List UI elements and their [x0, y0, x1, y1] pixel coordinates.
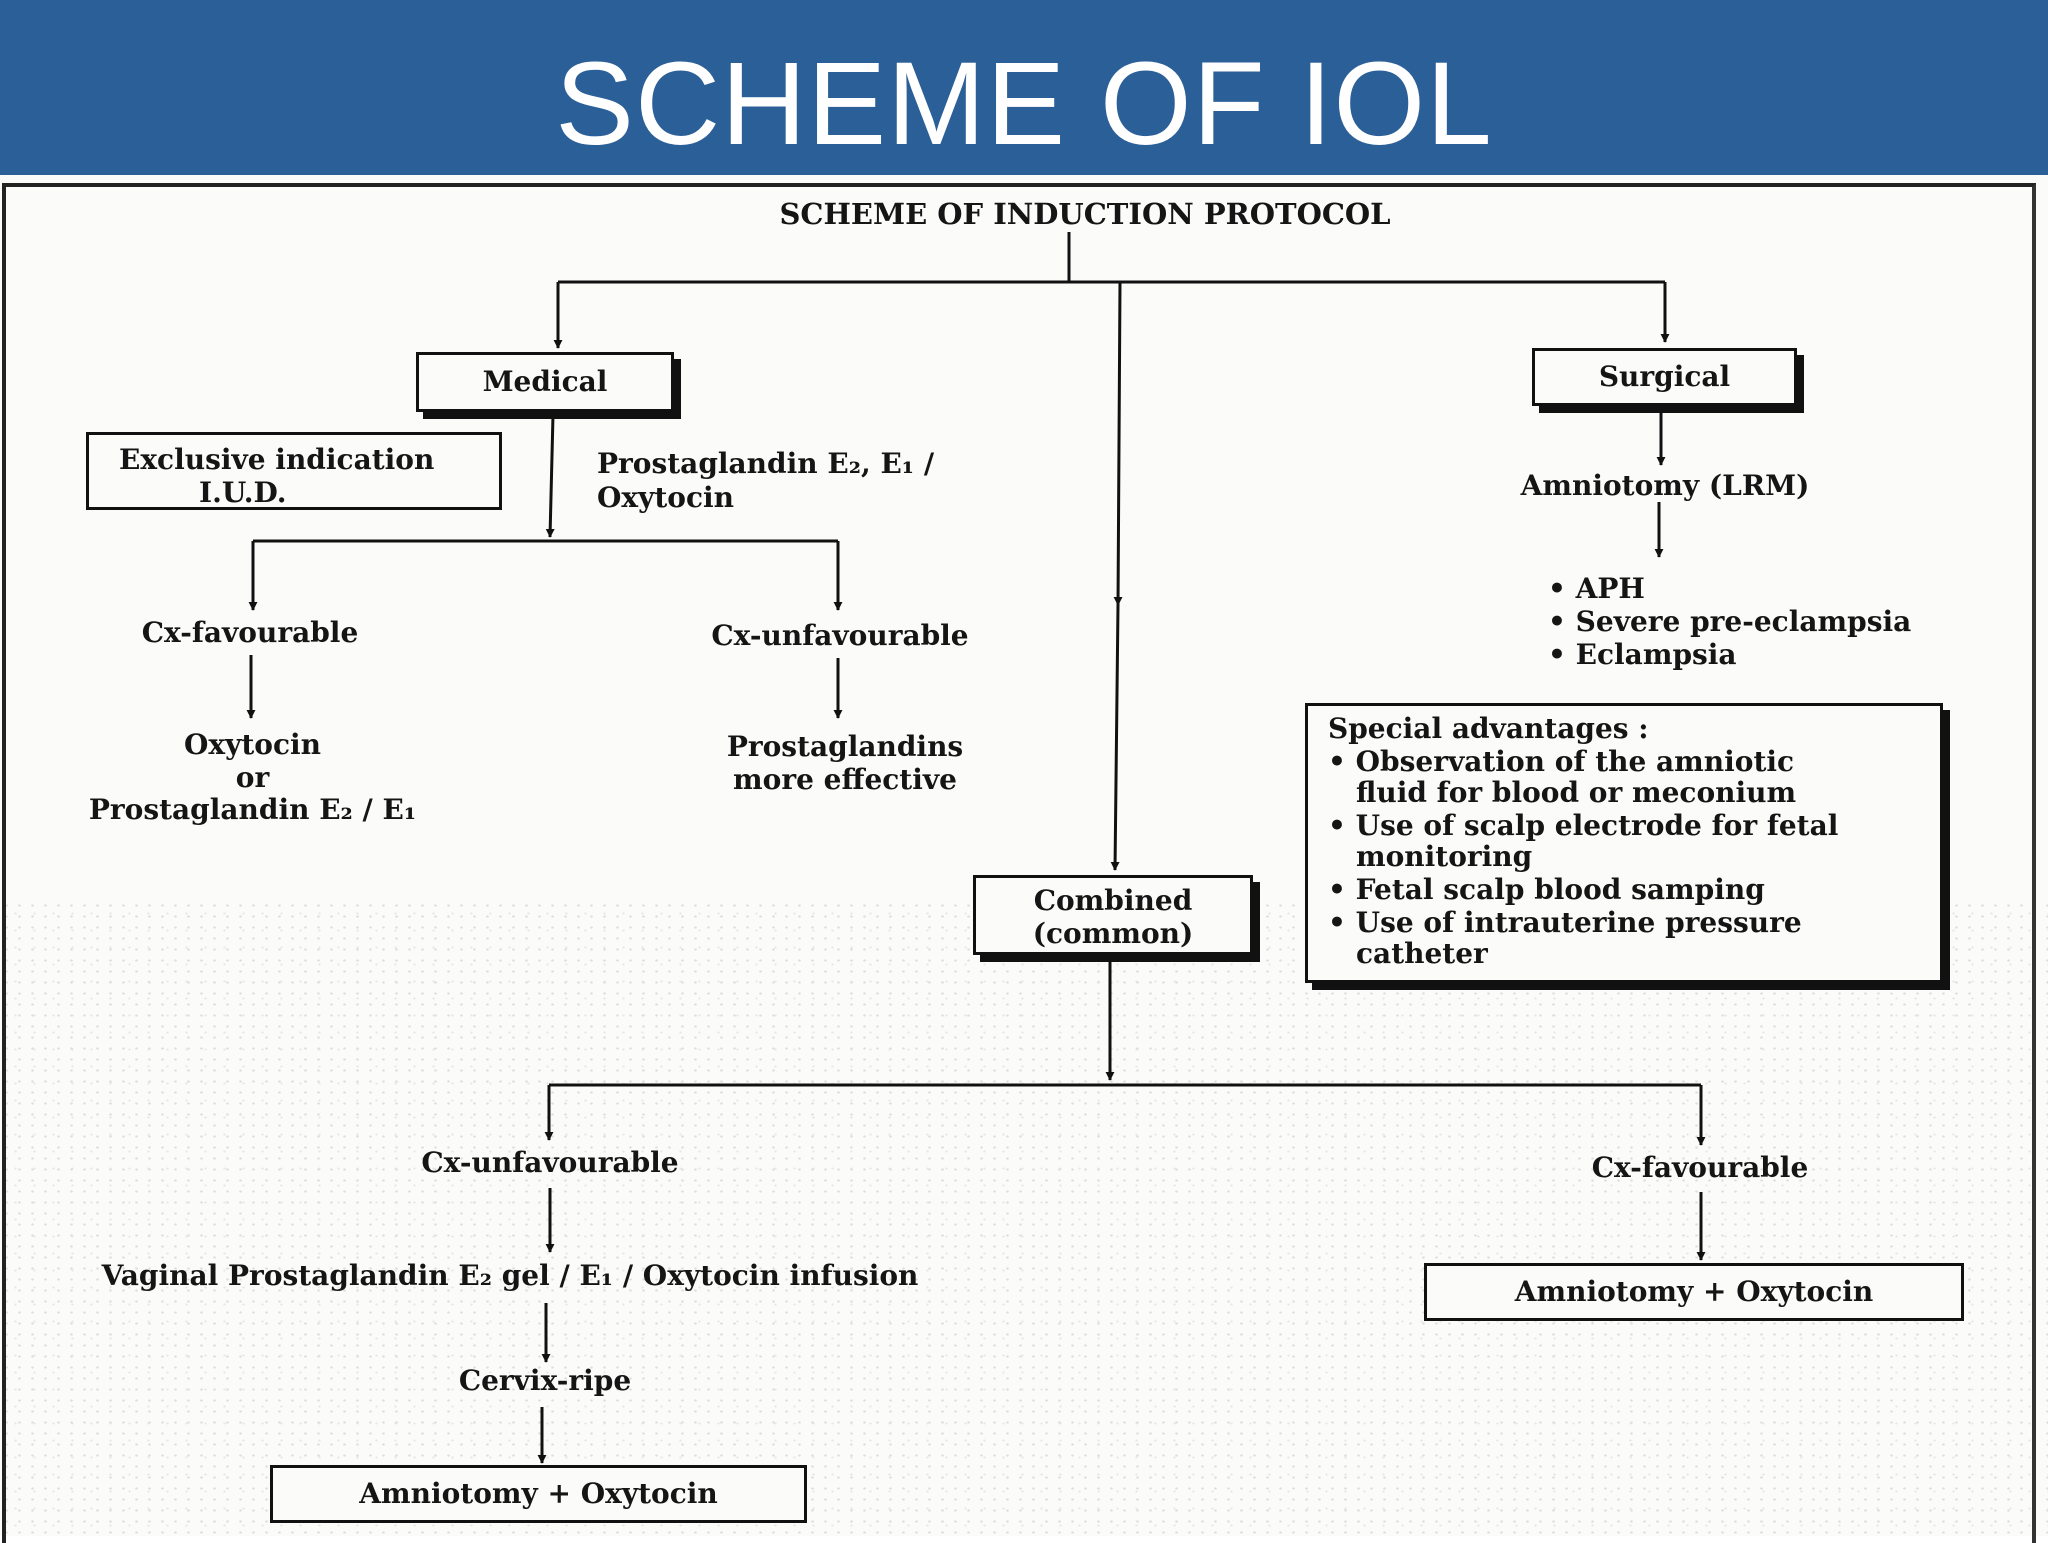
indication-item: • APH: [1548, 572, 1645, 605]
combined-line1: Combined: [1033, 884, 1193, 917]
advantage-item-cont: fluid for blood or meconium: [1356, 776, 1797, 809]
exclusive-indication-line2: I.U.D.: [199, 476, 287, 509]
surgical-label: Surgical: [1598, 360, 1731, 393]
advantage-item: • Fetal scalp blood samping: [1328, 873, 1765, 906]
combined-unfav-result: Amniotomy + Oxytocin: [359, 1477, 718, 1510]
scan-page-border: [2, 183, 2036, 1543]
medical-fav-result-line1: Oxytocin: [183, 728, 321, 761]
indication-item: • Eclampsia: [1548, 638, 1737, 671]
exclusive-indication-box: Exclusive indication I.U.D.: [86, 432, 502, 510]
medical-fav-result-line3: Prostaglandin E₂ / E₁: [88, 793, 417, 826]
medical-agents-line2: Oxytocin: [597, 481, 735, 514]
special-advantages-box: Special advantages : • Observation of th…: [1305, 703, 1943, 983]
combined-fav-result-box: Amniotomy + Oxytocin: [1424, 1263, 1964, 1321]
protocol-heading: SCHEME OF INDUCTION PROTOCOL: [779, 197, 1391, 231]
medical-box: Medical: [416, 352, 674, 412]
advantage-item: • Observation of the amniotic: [1328, 745, 1795, 778]
exclusive-indication-line1: Exclusive indication: [119, 443, 435, 476]
slide-title: SCHEME OF IOL: [555, 38, 1493, 170]
combined-line2: (common): [1032, 917, 1194, 950]
combined-cx-favourable: Cx-favourable: [1591, 1151, 1809, 1184]
medical-fav-result-line2: or: [235, 761, 270, 794]
combined-unfav-result-box: Amniotomy + Oxytocin: [270, 1465, 807, 1523]
combined-cervix-ripe: Cervix-ripe: [458, 1364, 632, 1397]
surgical-box: Surgical: [1532, 348, 1797, 406]
medical-unfav-result-line2: more effective: [733, 763, 957, 796]
advantage-item-cont: monitoring: [1356, 840, 1533, 873]
medical-unfav-result-line1: Prostaglandins: [726, 730, 964, 763]
medical-cx-favourable: Cx-favourable: [141, 616, 359, 649]
arrow-to-combined: [1110, 604, 1120, 871]
scan-noise: [0, 900, 2048, 1536]
surgical-amniotomy: Amniotomy (LRM): [1520, 469, 1810, 502]
combined-cx-unfavourable: Cx-unfavourable: [421, 1146, 679, 1179]
title-bar: SCHEME OF IOL: [0, 0, 2048, 175]
arrow-combined-upper: [1113, 281, 1123, 606]
indication-item: • Severe pre-eclampsia: [1548, 605, 1912, 638]
advantage-item-cont: catheter: [1356, 937, 1488, 970]
advantage-item: • Use of scalp electrode for fetal: [1328, 809, 1839, 842]
combined-fav-result: Amniotomy + Oxytocin: [1514, 1275, 1874, 1308]
medical-agents-line1: Prostaglandin E₂, E₁ /: [597, 447, 935, 480]
advantage-item: • Use of intrauterine pressure: [1328, 906, 1802, 939]
combined-box: Combined (common): [973, 875, 1253, 955]
medical-cx-unfavourable: Cx-unfavourable: [711, 619, 969, 652]
surgical-indications-list: • APH • Severe pre-eclampsia • Eclampsia: [1548, 572, 1911, 671]
arrow-medical-down: [545, 414, 555, 538]
special-advantages-title: Special advantages :: [1328, 712, 1649, 745]
medical-label: Medical: [482, 365, 608, 398]
combined-vaginal-prostaglandin: Vaginal Prostaglandin E₂ gel / E₁ / Oxyt…: [101, 1259, 919, 1292]
